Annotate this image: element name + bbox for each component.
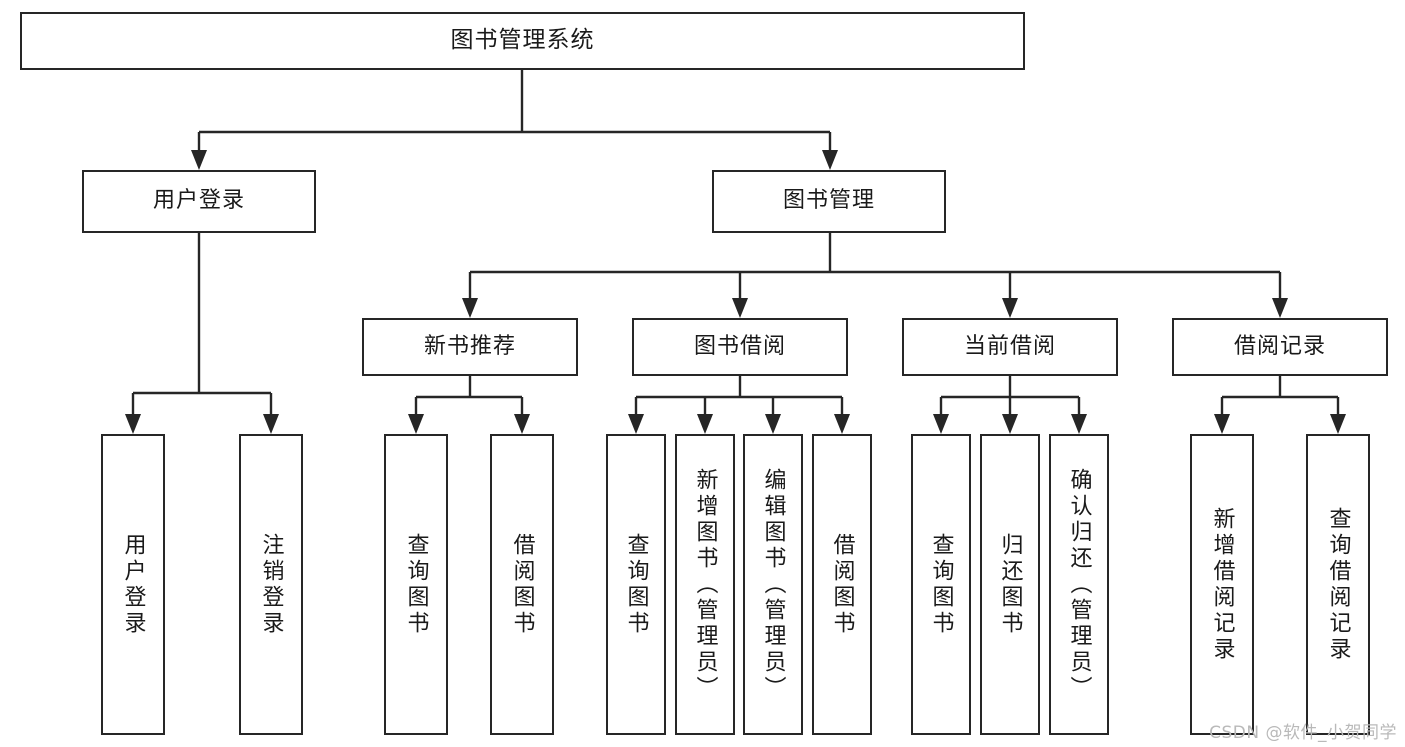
- node-leaf-edit-book-label: 编辑图书（管理员）: [760, 467, 786, 702]
- node-leaf-confirm-return-label: 确认归还（管理员）: [1066, 467, 1092, 702]
- node-borrow-record[interactable]: 借阅记录: [1172, 318, 1388, 376]
- node-leaf-query-record[interactable]: 查询借阅记录: [1306, 434, 1370, 735]
- node-leaf-user-login-label: 用户登录: [120, 532, 146, 637]
- node-leaf-add-book-label: 新增图书（管理员）: [692, 467, 718, 702]
- arrow-current-borrow: [1002, 298, 1018, 318]
- node-book-borrow-label: 图书借阅: [693, 333, 786, 359]
- node-leaf-query-book-1-label: 查询图书: [403, 532, 429, 637]
- node-root-label: 图书管理系统: [450, 27, 595, 54]
- node-leaf-query-book-3[interactable]: 查询图书: [911, 434, 971, 735]
- node-book-management[interactable]: 图书管理: [712, 170, 946, 233]
- node-leaf-borrow-book-1-label: 借阅图书: [509, 532, 535, 637]
- arrow-leaf-confirm-return: [1071, 414, 1087, 434]
- arrow-book-borrow: [732, 298, 748, 318]
- arrow-leaf-return-book: [1002, 414, 1018, 434]
- node-user-login-label: 用户登录: [152, 188, 245, 214]
- node-user-login[interactable]: 用户登录: [82, 170, 316, 233]
- node-leaf-borrow-book-2-label: 借阅图书: [829, 532, 855, 637]
- arrow-new-book-recommend: [462, 298, 478, 318]
- node-leaf-logout-label: 注销登录: [258, 532, 284, 637]
- node-leaf-return-book[interactable]: 归还图书: [980, 434, 1040, 735]
- arrow-borrow-record: [1272, 298, 1288, 318]
- node-root[interactable]: 图书管理系统: [20, 12, 1025, 70]
- node-leaf-user-login[interactable]: 用户登录: [101, 434, 165, 735]
- arrow-leaf-edit-book: [765, 414, 781, 434]
- arrow-leaf-add-book: [697, 414, 713, 434]
- arrow-leaf-borrow-book-1: [514, 414, 530, 434]
- node-leaf-query-book-2[interactable]: 查询图书: [606, 434, 666, 735]
- node-new-book-recommend-label: 新书推荐: [423, 333, 516, 359]
- node-book-borrow[interactable]: 图书借阅: [632, 318, 848, 376]
- node-book-management-label: 图书管理: [782, 188, 875, 214]
- arrow-leaf-query-book-3: [933, 414, 949, 434]
- arrow-leaf-query-book-2: [628, 414, 644, 434]
- node-borrow-record-label: 借阅记录: [1233, 333, 1326, 359]
- node-leaf-query-book-3-label: 查询图书: [928, 532, 954, 637]
- arrow-leaf-borrow-book-2: [834, 414, 850, 434]
- arrow-leaf-query-book-1: [408, 414, 424, 434]
- node-leaf-query-record-label: 查询借阅记录: [1325, 506, 1351, 663]
- arrow-leaf-logout: [263, 414, 279, 434]
- watermark: CSDN @软件_小贺同学: [1209, 723, 1397, 743]
- node-leaf-add-record[interactable]: 新增借阅记录: [1190, 434, 1254, 735]
- node-leaf-confirm-return[interactable]: 确认归还（管理员）: [1049, 434, 1109, 735]
- node-current-borrow[interactable]: 当前借阅: [902, 318, 1118, 376]
- node-new-book-recommend[interactable]: 新书推荐: [362, 318, 578, 376]
- arrow-leaf-user-login: [125, 414, 141, 434]
- node-leaf-edit-book[interactable]: 编辑图书（管理员）: [743, 434, 803, 735]
- node-current-borrow-label: 当前借阅: [963, 333, 1056, 359]
- node-leaf-return-book-label: 归还图书: [997, 532, 1023, 637]
- arrow-leaf-query-record: [1330, 414, 1346, 434]
- node-leaf-borrow-book-1[interactable]: 借阅图书: [490, 434, 554, 735]
- arrow-leaf-add-record: [1214, 414, 1230, 434]
- arrow-book-management: [822, 150, 838, 170]
- node-leaf-add-book[interactable]: 新增图书（管理员）: [675, 434, 735, 735]
- node-leaf-borrow-book-2[interactable]: 借阅图书: [812, 434, 872, 735]
- node-leaf-query-book-1[interactable]: 查询图书: [384, 434, 448, 735]
- arrow-user-login: [191, 150, 207, 170]
- node-leaf-logout[interactable]: 注销登录: [239, 434, 303, 735]
- node-leaf-query-book-2-label: 查询图书: [623, 532, 649, 637]
- node-leaf-add-record-label: 新增借阅记录: [1209, 506, 1235, 663]
